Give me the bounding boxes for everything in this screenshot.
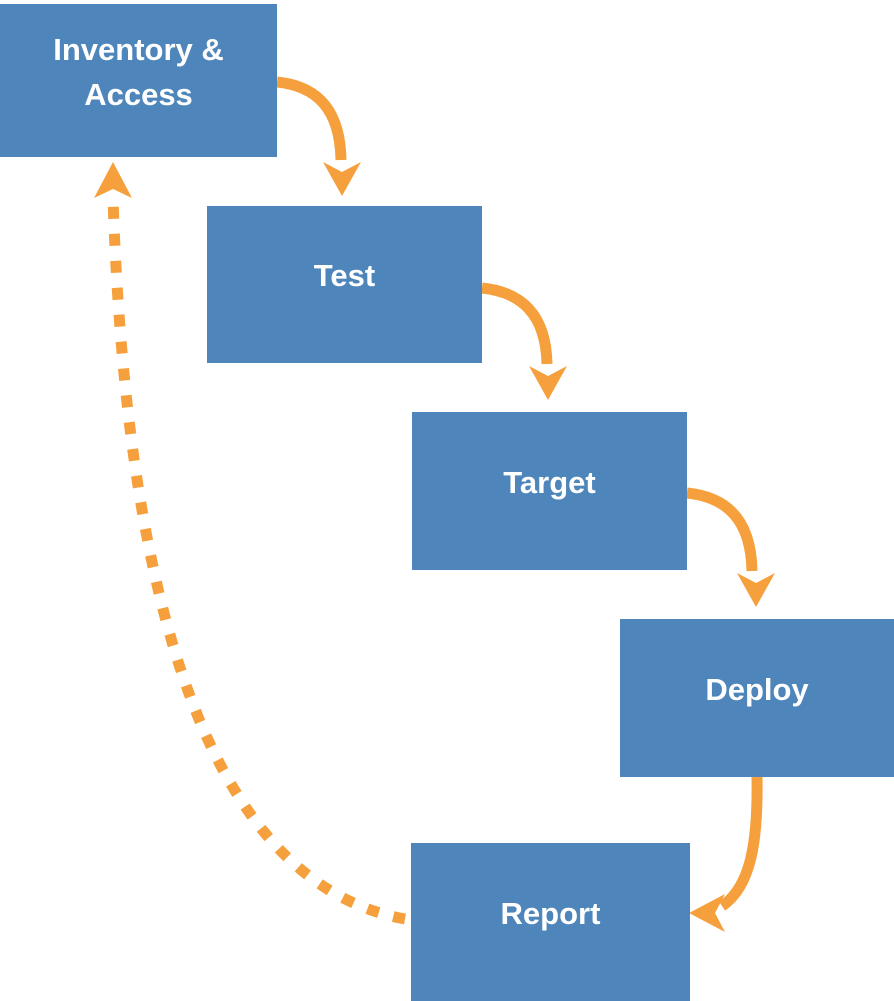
flow-node-label: Test [313, 258, 376, 294]
edge-deploy-to-report [718, 776, 763, 911]
flow-node-inventory-access: Inventory & Access [0, 4, 277, 157]
arrowhead-test-to-target [529, 366, 567, 400]
arrowhead-deploy-to-report [689, 894, 725, 932]
flow-node-label: Report [500, 895, 601, 931]
flow-node-test: Test [207, 206, 482, 363]
arrowhead-target-to-deploy [737, 573, 775, 607]
edge-target-to-deploy [686, 487, 758, 572]
arrowhead-inventory-to-test [323, 162, 361, 196]
flow-node-label: Inventory & Access [53, 32, 224, 112]
edge-test-to-target [481, 282, 553, 365]
edge-inventory-to-test [276, 76, 347, 161]
flow-node-target: Target [412, 412, 687, 570]
flow-node-label: Deploy [705, 671, 809, 707]
flow-node-deploy: Deploy [620, 619, 894, 777]
flow-node-report: Report [411, 843, 690, 1001]
arrowhead-report-to-inventory [94, 162, 132, 198]
flow-node-label: Target [503, 464, 596, 500]
